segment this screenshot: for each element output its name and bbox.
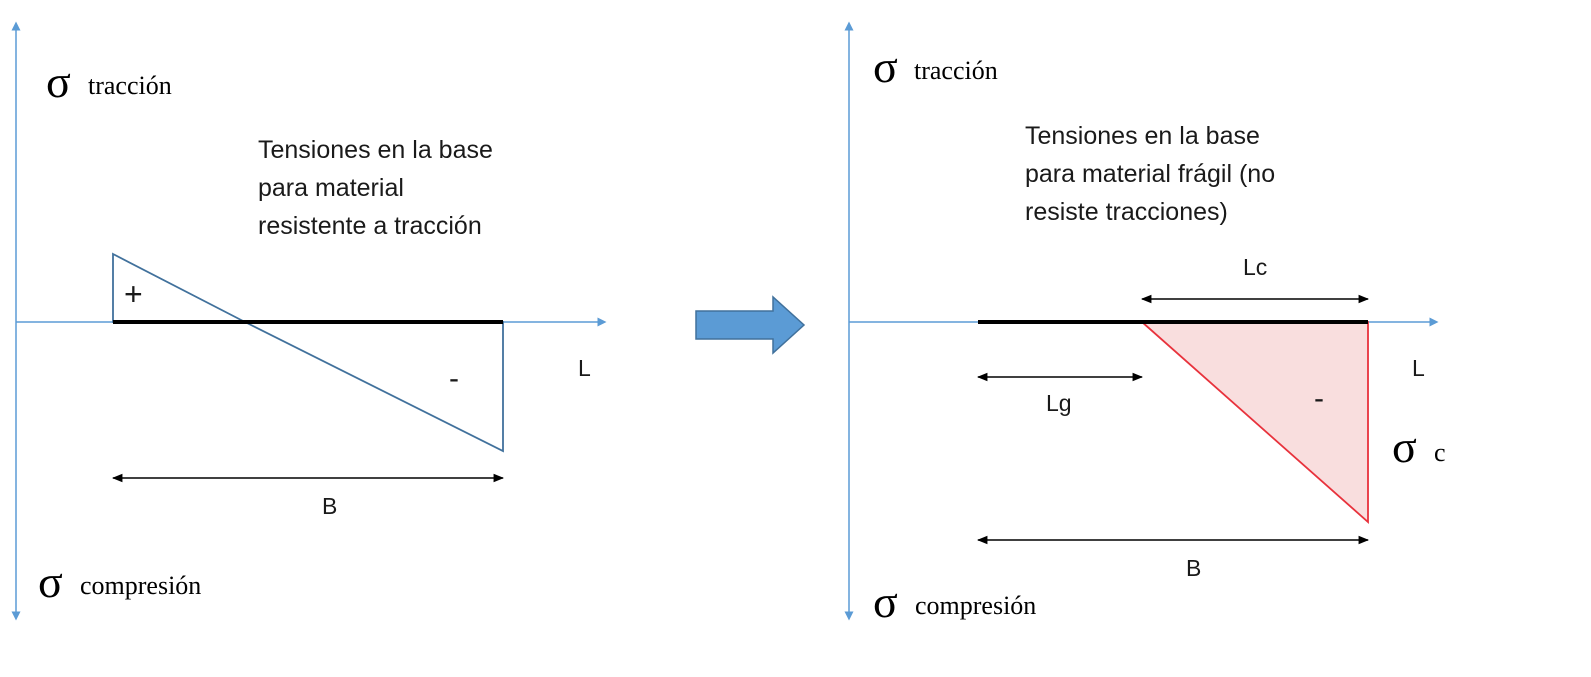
right-sigma-top: σ: [873, 41, 898, 92]
right-sigma-c: σ: [1392, 421, 1417, 472]
right-panel: σ tracción σ compresión Tensiones en la …: [844, 21, 1446, 627]
left-compresion-label: compresión: [80, 571, 201, 600]
transition-arrow: [695, 295, 806, 355]
right-minus-sign: -: [1314, 382, 1324, 415]
right-width-label-b: B: [1186, 555, 1201, 581]
left-width-label-b: B: [322, 493, 337, 519]
left-sigma-top: σ: [46, 56, 71, 107]
left-caption-line-2: para material: [258, 174, 404, 202]
left-plus-sign: +: [124, 276, 143, 312]
right-caption-line-3: resiste tracciones): [1025, 198, 1228, 226]
right-axis-label-l: L: [1412, 355, 1425, 381]
right-compression-triangle: [1139, 321, 1369, 524]
left-caption-line-1: Tensiones en la base: [258, 136, 493, 164]
left-caption-line-3: resistente a tracción: [258, 212, 482, 240]
left-minus-sign: -: [449, 362, 459, 395]
left-axis-label-l: L: [578, 355, 591, 381]
right-compresion-label: compresión: [915, 591, 1036, 620]
left-caption: Tensiones en la base para material resis…: [258, 136, 500, 240]
right-caption-line-2: para material frágil (no: [1025, 160, 1275, 188]
right-sigma-bottom: σ: [873, 576, 898, 627]
right-sigma-c-subscript: c: [1434, 438, 1446, 467]
left-traccion-label: tracción: [88, 71, 172, 100]
right-caption: Tensiones en la base para material frági…: [1025, 122, 1282, 226]
left-compression-triangle: [244, 321, 504, 453]
right-traccion-label: tracción: [914, 56, 998, 85]
right-lg-label: Lg: [1046, 390, 1072, 416]
left-panel: σ tracción σ compresión Tensiones en la …: [11, 21, 607, 621]
right-lc-label: Lc: [1243, 254, 1267, 280]
right-caption-line-1: Tensiones en la base: [1025, 122, 1260, 150]
left-sigma-bottom: σ: [38, 556, 63, 607]
